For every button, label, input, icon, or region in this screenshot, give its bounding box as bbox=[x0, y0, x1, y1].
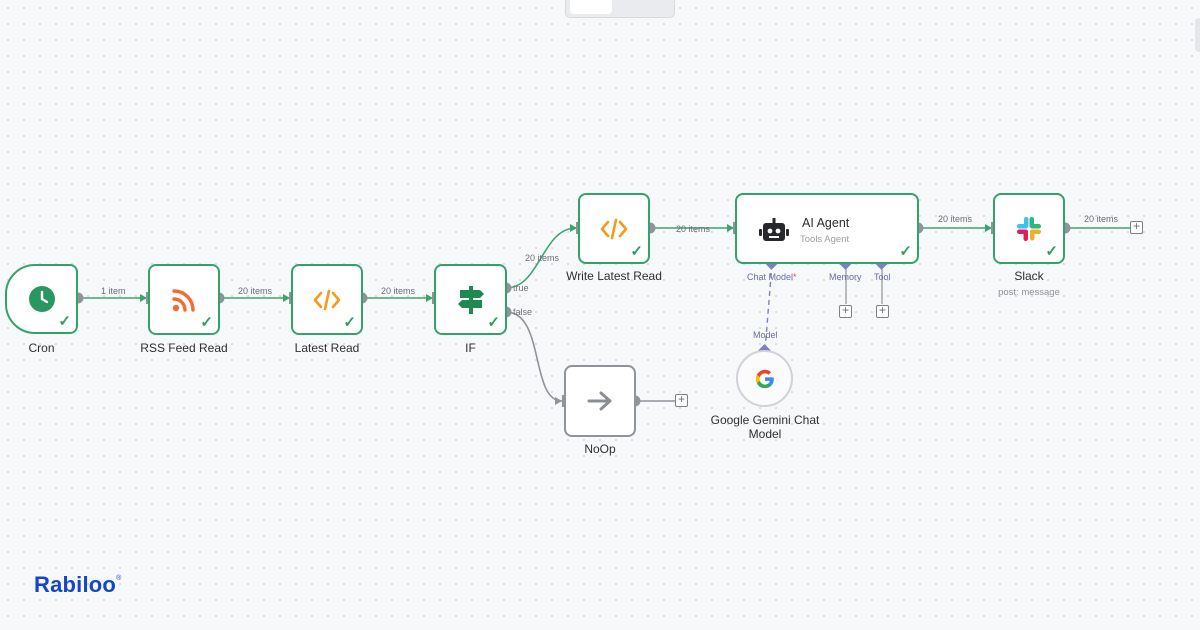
arrowhead-agent bbox=[727, 224, 734, 232]
if-true-label: true bbox=[513, 283, 529, 293]
brand-name: Rabiloo bbox=[34, 572, 117, 597]
success-check-icon: ✓ bbox=[200, 314, 213, 331]
ai-agent-subtitle: Tools Agent bbox=[800, 234, 850, 245]
edge-label-agent-slack: 20 items bbox=[938, 214, 973, 224]
add-tool-button[interactable]: + bbox=[876, 304, 889, 318]
ai-agent-title: AI Agent bbox=[802, 216, 850, 230]
node-slack-label: Slack bbox=[1014, 269, 1044, 283]
if-false-label: false bbox=[513, 307, 533, 317]
required-mark: * bbox=[793, 272, 797, 282]
signpost-icon bbox=[457, 285, 484, 314]
clock-icon bbox=[28, 286, 55, 312]
node-slack-subtitle: post: message bbox=[998, 287, 1060, 298]
arrowhead-slack bbox=[985, 224, 992, 232]
node-cron[interactable]: ✓ bbox=[5, 264, 78, 334]
port-memory-label: Memory bbox=[829, 272, 862, 282]
chat-model-label-text: Chat Model bbox=[747, 272, 794, 282]
brand-mark: ® bbox=[116, 575, 122, 582]
arrowhead-latest bbox=[283, 294, 290, 302]
code-icon bbox=[313, 289, 341, 310]
robot-icon bbox=[759, 218, 789, 241]
edge-label-latest-if: 20 items bbox=[381, 286, 416, 296]
gemini-label-line1: Google Gemini Chat bbox=[710, 413, 820, 427]
right-panel-handle[interactable] bbox=[1195, 18, 1200, 52]
arrowhead-if bbox=[426, 294, 433, 302]
arrow-right-icon bbox=[587, 391, 612, 411]
arrowhead-write bbox=[570, 224, 577, 232]
node-latest-read[interactable]: ✓ bbox=[291, 264, 363, 335]
google-icon bbox=[755, 369, 774, 388]
node-gemini-label: Google Gemini Chat Model bbox=[700, 413, 830, 441]
rabiloo-logo: Rabiloo® bbox=[34, 572, 121, 598]
node-write-latest-read[interactable]: ✓ bbox=[578, 193, 650, 264]
node-noop-label: NoOp bbox=[584, 442, 616, 456]
success-check-icon: ✓ bbox=[899, 243, 912, 260]
node-google-gemini-chat-model[interactable] bbox=[736, 350, 793, 407]
edge-label-slack-out: 20 items bbox=[1084, 214, 1119, 224]
arrowhead-rss bbox=[140, 294, 147, 302]
slack-icon bbox=[1017, 216, 1041, 241]
node-ai-agent[interactable]: AI Agent Tools Agent ✓ bbox=[735, 193, 919, 264]
rss-icon bbox=[172, 288, 195, 312]
node-rss-feed-read[interactable]: ✓ bbox=[148, 264, 220, 335]
success-check-icon: ✓ bbox=[58, 313, 71, 330]
edge-if-noop bbox=[505, 311, 563, 402]
port-chat-model-label: Chat Model* bbox=[747, 272, 797, 282]
success-check-icon: ✓ bbox=[1045, 243, 1058, 260]
node-rss-label: RSS Feed Read bbox=[140, 341, 228, 355]
canvas-top-toggle-active[interactable] bbox=[570, 0, 612, 14]
code-icon bbox=[600, 218, 628, 239]
edge-if-write bbox=[505, 227, 577, 289]
edge-label-write-agent: 20 items bbox=[676, 224, 711, 234]
node-write-latest-read-label: Write Latest Read bbox=[566, 269, 662, 283]
add-node-after-noop-button[interactable]: + bbox=[675, 393, 688, 407]
edge-label-cron-rss: 1 item bbox=[101, 286, 126, 296]
node-latest-read-label: Latest Read bbox=[294, 341, 360, 355]
port-tool-label: Tool bbox=[874, 272, 891, 282]
add-memory-button[interactable]: + bbox=[839, 304, 852, 318]
edge-label-if-write: 20 items bbox=[525, 253, 560, 263]
success-check-icon: ✓ bbox=[630, 243, 643, 260]
node-noop[interactable] bbox=[564, 365, 636, 437]
node-cron-label: Cron bbox=[28, 341, 55, 355]
gemini-label-line2: Model bbox=[748, 427, 782, 441]
edge-label-rss-latest: 20 items bbox=[238, 286, 273, 296]
success-check-icon: ✓ bbox=[487, 314, 500, 331]
canvas-top-toggle[interactable] bbox=[565, 0, 675, 18]
node-if[interactable]: ✓ bbox=[434, 264, 507, 335]
node-if-label: IF bbox=[465, 341, 476, 355]
arrowhead-noop bbox=[555, 397, 562, 405]
add-node-after-slack-button[interactable]: + bbox=[1130, 220, 1143, 234]
success-check-icon: ✓ bbox=[343, 314, 356, 331]
gemini-model-port-label: Model bbox=[753, 330, 778, 340]
node-slack[interactable]: ✓ bbox=[993, 193, 1065, 264]
